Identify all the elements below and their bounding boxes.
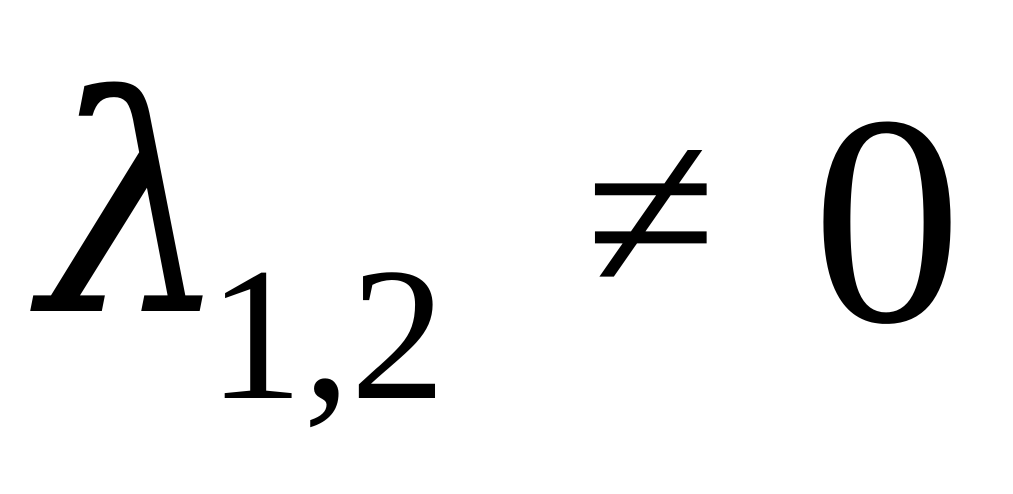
lambda-symbol: λ [40, 33, 231, 382]
zero-value: 0 [812, 54, 962, 386]
not-equal-sign: ≠ [585, 79, 717, 345]
subscript-indices: 1,2 [208, 230, 446, 440]
